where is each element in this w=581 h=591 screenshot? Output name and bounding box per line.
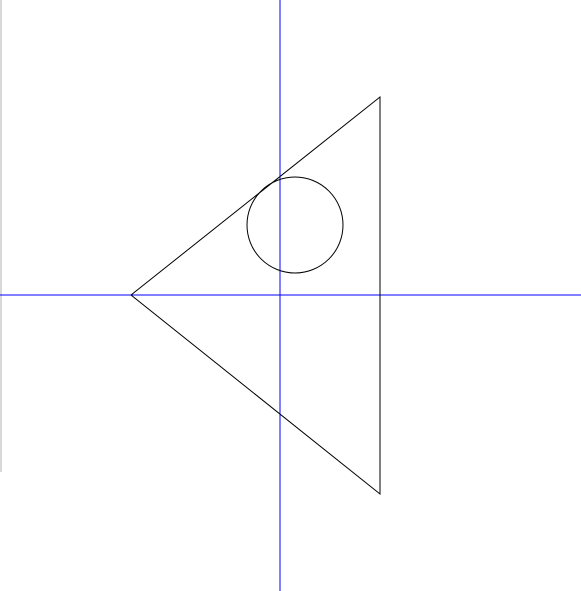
triangle [130,95,381,496]
window-left-border [0,0,2,472]
circle [246,176,344,274]
